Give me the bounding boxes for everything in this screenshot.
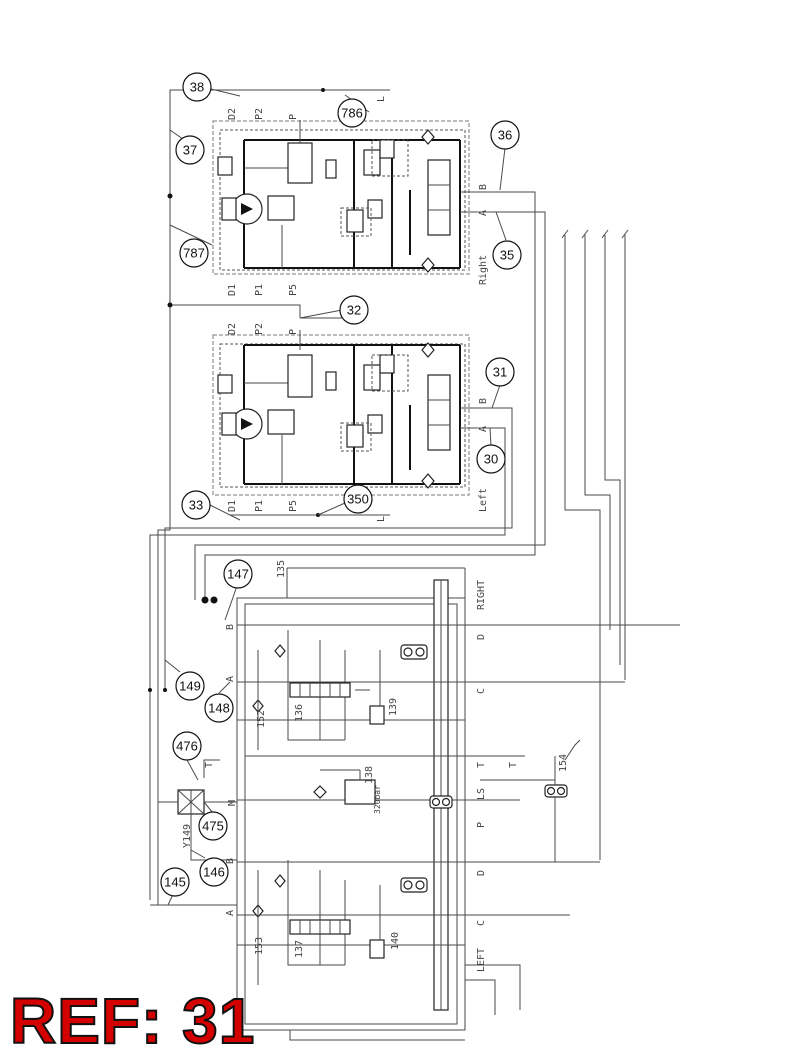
svg-text:475: 475 [202,819,224,834]
svg-text:140: 140 [390,932,401,950]
svg-text:147: 147 [227,567,249,582]
svg-text:L: L [376,96,387,102]
callout-35: 35 [492,240,522,270]
svg-text:P5: P5 [288,284,299,296]
callout-476: 476 [172,731,202,761]
svg-text:T: T [204,762,215,768]
svg-text:B: B [225,858,236,864]
svg-text:P1: P1 [254,284,265,296]
svg-text:137: 137 [294,940,305,958]
svg-text:Right: Right [478,255,489,285]
svg-text:D2: D2 [227,323,238,335]
svg-text:786: 786 [341,106,363,121]
svg-text:P5: P5 [288,500,299,512]
svg-text:476: 476 [176,739,198,754]
svg-text:Y149: Y149 [182,824,193,848]
svg-text:36: 36 [498,128,512,143]
svg-text:T: T [508,762,519,768]
svg-text:LS: LS [476,788,487,800]
callouts: 38 786 37 36 35 787 32 31 30 33 350 147 … [160,72,522,906]
callout-145: 145 [160,867,190,897]
svg-text:148: 148 [208,701,230,716]
svg-text:A: A [225,910,236,916]
callout-475: 475 [198,811,228,841]
svg-text:P2: P2 [254,108,265,120]
callout-786: 786 [337,98,367,128]
svg-text:L: L [376,516,387,522]
callout-146: 146 [199,857,229,887]
svg-text:154: 154 [558,754,569,772]
svg-text:138: 138 [364,766,375,784]
callout-36: 36 [490,120,520,150]
svg-text:D1: D1 [227,500,238,512]
svg-text:152: 152 [256,710,267,728]
svg-text:Left: Left [478,488,489,512]
svg-text:146: 146 [203,865,225,880]
svg-text:787: 787 [183,246,205,261]
svg-text:B: B [225,624,236,630]
svg-text:139: 139 [388,698,399,716]
ref-label: REF: 31 [9,984,256,1058]
svg-text:P: P [476,822,487,828]
svg-text:320bar: 320bar [373,785,382,814]
control-block-labels: 135 RIGHT D C T LS P D C LEFT T B A M B … [182,560,569,972]
svg-text:149: 149 [179,679,201,694]
svg-text:P: P [288,329,299,335]
callout-32: 32 [339,295,369,325]
svg-text:D: D [476,870,487,876]
svg-text:350: 350 [347,492,369,507]
svg-text:D1: D1 [227,284,238,296]
svg-text:38: 38 [190,80,204,95]
svg-text:P2: P2 [254,323,265,335]
svg-text:A: A [478,210,489,216]
svg-text:A: A [478,426,489,432]
svg-text:37: 37 [183,143,197,158]
callout-33: 33 [181,490,211,520]
callout-148: 148 [204,693,234,723]
svg-text:153: 153 [254,937,265,955]
callout-787: 787 [179,238,209,268]
svg-text:M: M [227,800,238,806]
callout-30: 30 [476,444,506,474]
callout-147: 147 [223,559,253,589]
callout-38: 38 [182,72,212,102]
pipe-network [148,88,629,905]
svg-text:A: A [225,676,236,682]
svg-text:C: C [476,688,487,694]
svg-text:30: 30 [484,452,498,467]
svg-text:32: 32 [347,303,361,318]
upper-valve-block: D2 P2 P D1 P1 P5 B A Right L [212,96,489,296]
callout-149: 149 [175,671,205,701]
svg-text:C: C [476,920,487,926]
svg-text:LEFT: LEFT [476,948,487,972]
callout-350: 350 [343,484,373,514]
svg-text:D: D [476,634,487,640]
svg-text:RIGHT: RIGHT [476,580,487,610]
svg-text:35: 35 [500,248,514,263]
svg-text:B: B [478,398,489,404]
callout-31: 31 [485,357,515,387]
control-block [150,567,680,1041]
svg-text:T: T [476,762,487,768]
svg-text:B: B [478,184,489,190]
svg-text:145: 145 [164,875,186,890]
svg-text:D2: D2 [227,108,238,120]
svg-text:136: 136 [294,704,305,722]
svg-text:P: P [288,114,299,120]
svg-text:31: 31 [493,365,507,380]
svg-text:33: 33 [189,498,203,513]
svg-text:135: 135 [276,560,287,578]
svg-text:P1: P1 [254,500,265,512]
lower-valve-block: D2 P2 P D1 P1 P5 L B A Left [212,323,489,522]
callout-37: 37 [175,135,205,165]
